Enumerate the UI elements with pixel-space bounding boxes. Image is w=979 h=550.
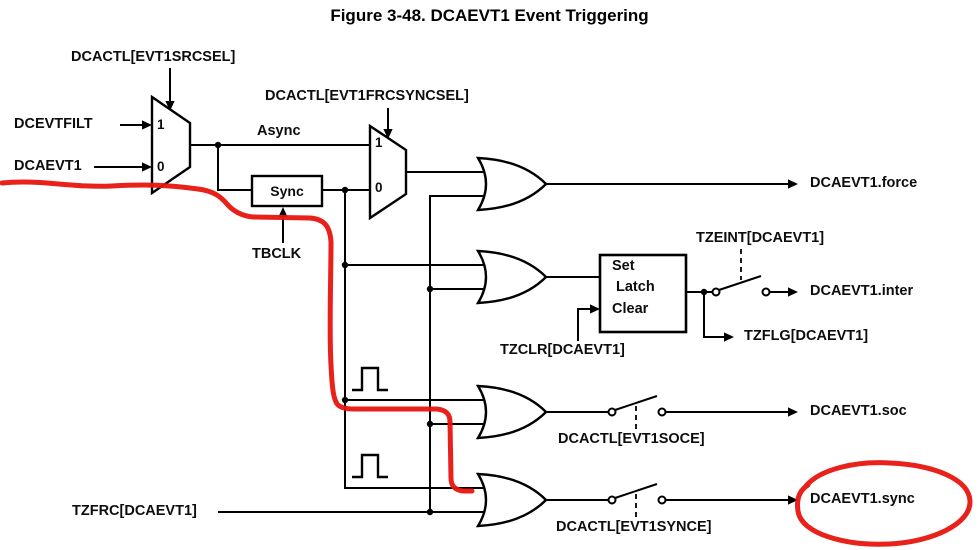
or-gate-latch xyxy=(475,249,548,305)
mux1-pin-0: 0 xyxy=(157,159,165,174)
figure-title: Figure 3-48. DCAEVT1 Event Triggering xyxy=(330,6,649,25)
component-layer xyxy=(150,94,688,528)
tzfrc-bus-vertical xyxy=(429,195,490,512)
switch-synce xyxy=(607,483,667,505)
label-tzclr: TZCLR[DCAEVT1] xyxy=(500,342,625,358)
label-dcactl-evt1synce: DCACTL[EVT1SYNCE] xyxy=(556,519,712,535)
latch-name-label: Latch xyxy=(616,279,655,295)
tzflg-branch-wire xyxy=(703,292,726,338)
label-dcactl-evt1frcsyncsel: DCACTL[EVT1FRCSYNCSEL] xyxy=(265,88,469,104)
or-gate-sync xyxy=(475,472,548,528)
label-dcaevt1-inter: DCAEVT1.inter xyxy=(810,283,914,299)
latch-set-label: Set xyxy=(612,258,635,274)
mux1-pin-1: 1 xyxy=(157,117,165,132)
switches-layer xyxy=(607,275,771,505)
label-async: Async xyxy=(257,123,301,139)
label-tzeint: TZEINT[DCAEVT1] xyxy=(696,230,825,246)
switch-control-lines xyxy=(635,249,742,517)
mux1-shape xyxy=(150,94,192,196)
mux2-pin-1: 1 xyxy=(375,135,383,150)
latch-clear-label: Clear xyxy=(612,301,649,317)
label-tbclk: TBCLK xyxy=(252,246,302,262)
label-dcaevt1-force: DCAEVT1.force xyxy=(810,175,918,191)
switch-tzeint xyxy=(711,275,771,297)
mux2-pin-0: 0 xyxy=(375,180,383,195)
label-dcevtfilt: DCEVTFILT xyxy=(14,116,93,132)
pulse-icons xyxy=(352,366,388,479)
label-dcaevt1-sync: DCAEVT1.sync xyxy=(810,491,915,507)
label-dcactl-evt1srcsel: DCACTL[EVT1SRCSEL] xyxy=(71,49,236,65)
label-tzfrc: TZFRC[DCAEVT1] xyxy=(72,503,197,519)
or-gate-soc xyxy=(475,384,548,440)
sync-box-label: Sync xyxy=(270,183,304,199)
label-dcaevt1-soc: DCAEVT1.soc xyxy=(810,403,907,419)
label-dcactl-evt1soce: DCACTL[EVT1SOCE] xyxy=(558,431,705,447)
switch-soce xyxy=(607,395,667,417)
tzclr-wire xyxy=(577,308,592,341)
arrowheads xyxy=(142,101,798,505)
sync-bus-vertical xyxy=(344,190,490,489)
latch-box xyxy=(598,253,688,334)
label-dcaevt1-input: DCAEVT1 xyxy=(14,158,82,174)
pulse-icon xyxy=(352,453,388,479)
sync-branch-wire xyxy=(217,145,252,191)
or-gate-force xyxy=(475,156,548,212)
label-tzflg: TZFLG[DCAEVT1] xyxy=(744,328,869,344)
pulse-icon xyxy=(352,366,388,392)
